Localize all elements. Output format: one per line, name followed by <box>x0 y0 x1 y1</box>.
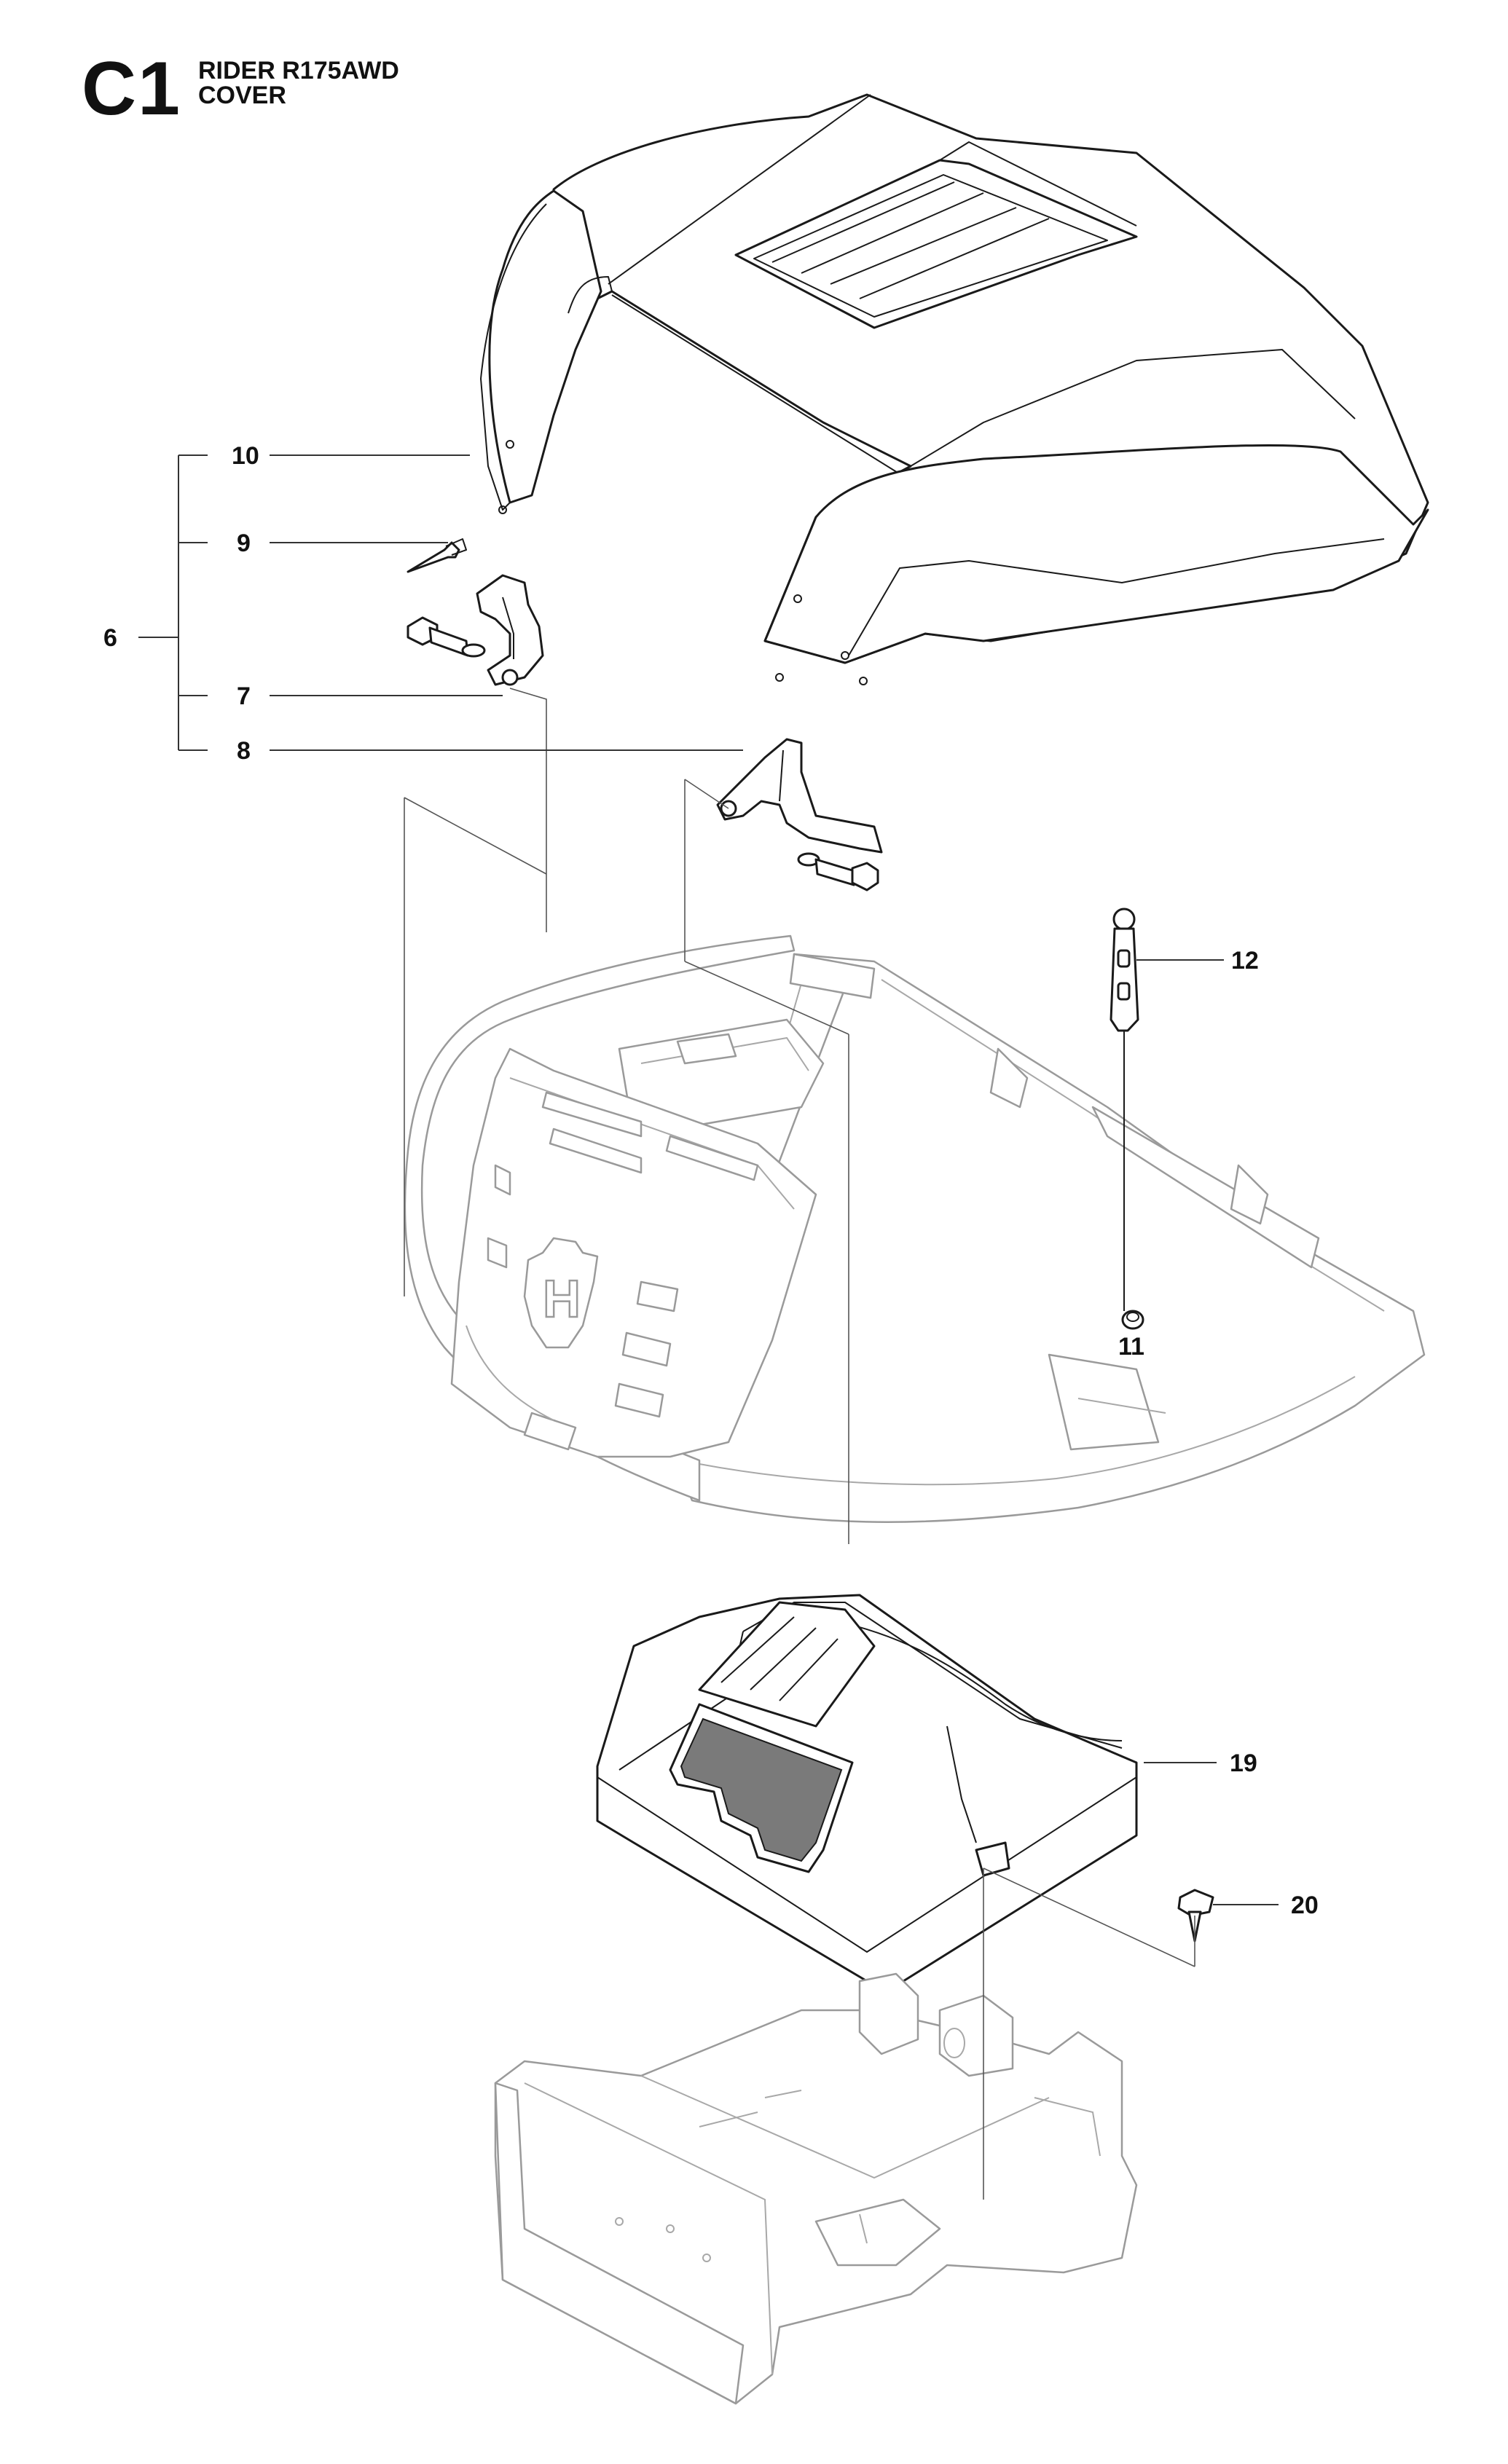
callout-7: 7 <box>237 682 251 710</box>
section-code: C1 <box>82 47 181 131</box>
model-name: RIDER R175AWD <box>198 57 399 84</box>
part-7-left-bracket <box>407 574 544 686</box>
part-11-grommet <box>1121 1310 1144 1330</box>
part-19-dash-cover <box>596 1594 1138 1983</box>
ghost-engine-hood: H <box>450 1047 817 1458</box>
ghost-chassis-frame <box>669 953 1426 1523</box>
part-20-clip <box>1177 1889 1214 1943</box>
callout-20: 20 <box>1291 1892 1319 1919</box>
alignment-guides <box>404 688 1195 2200</box>
ghost-brand-emblem-shield <box>523 1237 599 1349</box>
part-9-pin <box>407 538 467 573</box>
callout-12: 12 <box>1231 947 1259 975</box>
callout-10: 10 <box>232 442 259 470</box>
callout-leaders <box>138 454 1279 1905</box>
callout-9: 9 <box>237 530 251 557</box>
part-8-right-bracket <box>716 738 883 891</box>
part-12-strap <box>1110 908 1139 1311</box>
callout-6: 6 <box>103 624 117 652</box>
section-name: COVER <box>198 82 286 109</box>
callout-11: 11 <box>1118 1333 1144 1361</box>
ghost-lower-frame <box>494 1972 1138 2405</box>
ghost-brand-emblem-letter: H <box>543 1270 581 1329</box>
callout-19: 19 <box>1230 1749 1257 1777</box>
callout-8: 8 <box>237 737 251 765</box>
top-hood-cover <box>480 93 1429 685</box>
